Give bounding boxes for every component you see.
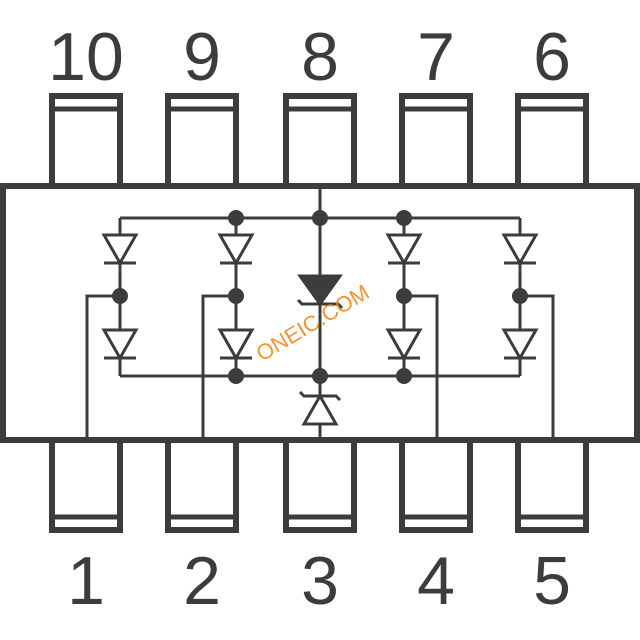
pin-label-top: 9 — [183, 19, 221, 95]
pin-label-bottom: 1 — [67, 543, 105, 619]
pin-label-bottom: 4 — [417, 543, 455, 619]
pin-label-top: 7 — [417, 19, 455, 95]
pin-2-lead — [165, 437, 239, 533]
diode-symbols — [101, 233, 539, 362]
pin-label-bottom: 2 — [183, 543, 221, 619]
pin-7-lead — [399, 93, 473, 189]
pin-label-bottom: 5 — [533, 543, 571, 619]
pin-9-lead — [165, 93, 239, 189]
tvs-diode-pin3 — [298, 390, 342, 426]
pin-5-lead — [515, 437, 589, 533]
pin-label-bottom: 3 — [301, 543, 339, 619]
pin-6-lead — [515, 93, 589, 189]
pin-8-lead — [283, 93, 357, 189]
top-pins — [49, 93, 589, 189]
bottom-pins — [49, 437, 589, 533]
pin-4-lead — [399, 437, 473, 533]
pin-label-top: 8 — [301, 19, 339, 95]
pin-3-lead — [283, 437, 357, 533]
pin-1-lead — [49, 437, 123, 533]
pin-label-top: 6 — [533, 19, 571, 95]
pin-label-top: 10 — [48, 19, 124, 95]
junction-dots — [112, 210, 528, 384]
pin-10-lead — [49, 93, 123, 189]
pin-labels-bottom: 1 2 3 4 5 — [67, 543, 571, 619]
zener-diode-main — [296, 274, 344, 310]
pin-labels-top: 10 9 8 7 6 — [48, 19, 571, 95]
